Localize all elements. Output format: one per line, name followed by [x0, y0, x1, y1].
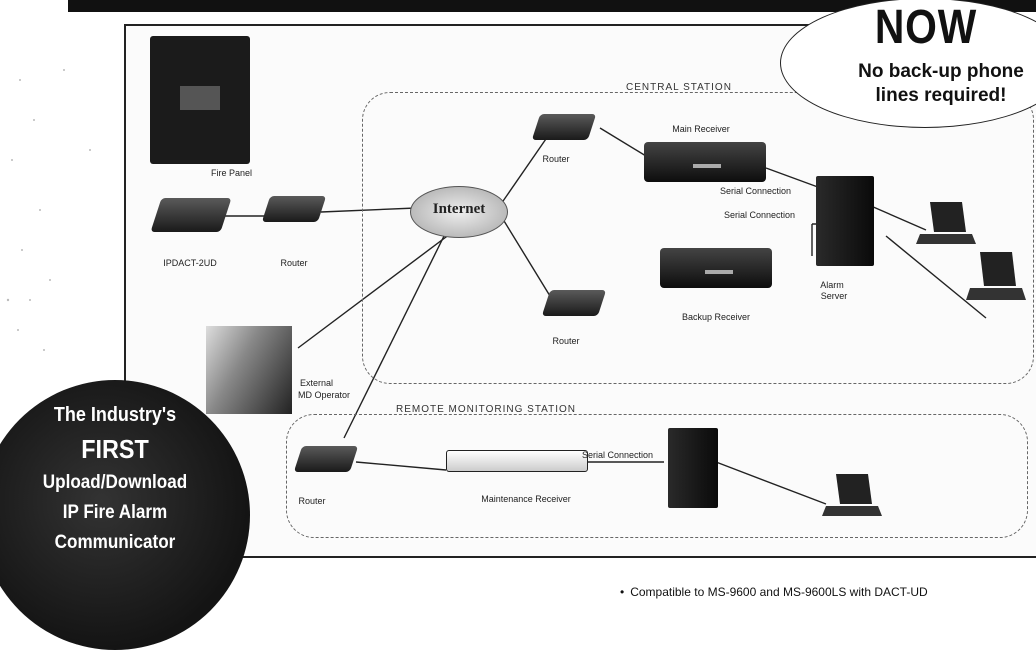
first-line-4: IP Fire Alarm [0, 502, 237, 524]
alarm-server-label-1: Alarm [820, 280, 844, 290]
remote-station-label: REMOTE MONITORING STATION [396, 404, 576, 415]
fire-panel-icon [150, 36, 250, 164]
first-line-1: The Industry's [0, 404, 237, 427]
alarm-server-label-2: Server [821, 291, 848, 301]
central-station-label: CENTRAL STATION [626, 82, 732, 93]
serial-connection-label-1: Serial Connection [720, 186, 791, 196]
external-label-1: External [300, 378, 333, 388]
backup-receiver-icon [660, 248, 772, 288]
internet-label: Internet [411, 201, 507, 218]
external-label-2: MD Operator [298, 390, 350, 400]
main-receiver-label: Main Receiver [672, 124, 730, 134]
router-top-label: Router [542, 154, 569, 164]
serial-connection-label-2: Serial Connection [724, 210, 795, 220]
bullet-dot-icon: • [620, 585, 624, 599]
laptop-icon-1 [916, 202, 976, 252]
router-bottom-icon [542, 290, 606, 316]
first-line-5: Communicator [0, 532, 237, 554]
router-remote-label: Router [298, 496, 325, 506]
first-line-2: FIRST [0, 434, 237, 465]
fire-panel-label: Fire Panel [211, 168, 252, 178]
serial-connection-label-3: Serial Connection [582, 450, 653, 460]
laptop-icon-3 [822, 474, 882, 524]
internet-cloud-icon: Internet [410, 186, 508, 238]
router-left-label: Router [280, 258, 307, 268]
router-bottom-label: Router [552, 336, 579, 346]
router-remote-icon [294, 446, 358, 472]
ipdact-device-icon [150, 198, 231, 232]
now-headline: NOW [803, 3, 1036, 53]
ipdact-label: IPDACT-2UD [163, 258, 217, 268]
remote-station-zone [286, 414, 1028, 538]
maintenance-receiver-icon [446, 450, 588, 472]
compat-bullet: • Compatible to MS-9600 and MS-9600LS wit… [620, 585, 928, 599]
now-line-1: No back-up phone [801, 61, 1036, 83]
maintenance-receiver-label: Maintenance Receiver [481, 494, 571, 504]
router-top-icon [532, 114, 596, 140]
first-line-3: Upload/Download [0, 472, 237, 494]
main-receiver-icon [644, 142, 766, 182]
first-badge: The Industry's FIRST Upload/Download IP … [0, 380, 250, 650]
now-line-2: lines required! [801, 85, 1036, 107]
remote-server-icon [668, 428, 718, 508]
alarm-server-icon [816, 176, 874, 266]
backup-receiver-label: Backup Receiver [682, 312, 750, 322]
laptop-icon-2 [966, 252, 1026, 312]
external-operator-photo [206, 326, 292, 414]
router-left-icon [262, 196, 326, 222]
compat-text: Compatible to MS-9600 and MS-9600LS with… [630, 585, 927, 599]
